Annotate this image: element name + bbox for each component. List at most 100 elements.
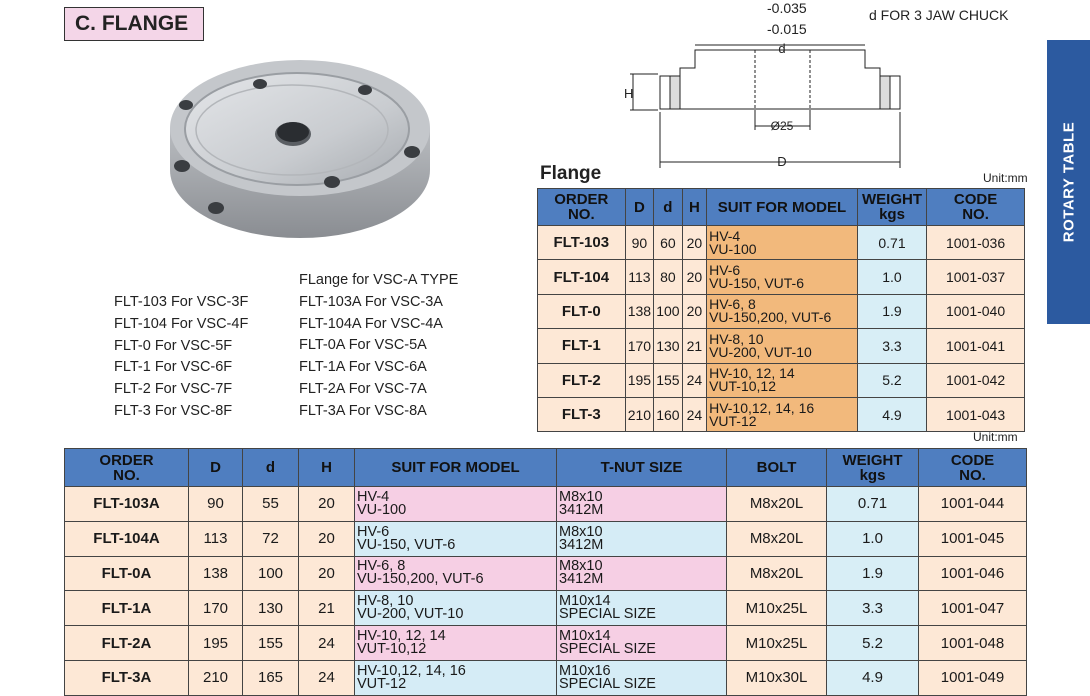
cell-code: 1001-049 — [918, 659, 1027, 696]
cell-D: 170 — [624, 328, 655, 364]
cell-code: 1001-044 — [918, 486, 1027, 522]
cell-D: 210 — [624, 396, 655, 433]
list-item: FLT-3A For VSC-8A — [299, 402, 427, 419]
cell-D: 113 — [188, 520, 243, 557]
list-item: FLT-104A For VSC-4A — [299, 315, 443, 332]
cell-D: 170 — [188, 590, 243, 627]
cell-bolt: M10x25L — [726, 625, 827, 661]
cell-H: 21 — [298, 590, 355, 627]
cell-bolt: M8x20L — [726, 486, 827, 522]
cell-d: 80 — [653, 259, 683, 295]
header-d: d — [653, 188, 683, 226]
tolerance-lower: -0.015 — [767, 21, 807, 37]
cell-order: FLT-1 — [537, 328, 626, 364]
cell-order: FLT-2 — [537, 362, 626, 398]
cell-weight: 1.0 — [826, 520, 919, 557]
cell-D: 113 — [624, 259, 655, 295]
list-item: FLT-1A For VSC-6A — [299, 359, 427, 376]
cell-H: 20 — [298, 520, 355, 557]
header-D: D — [624, 188, 655, 226]
cell-code: 1001-043 — [926, 396, 1025, 433]
list-item: FLT-3 For VSC-8F — [114, 402, 233, 419]
cell-D: 195 — [188, 625, 243, 661]
cell-d: 130 — [242, 590, 299, 627]
cell-code: 1001-041 — [926, 328, 1025, 364]
header-H: H — [298, 448, 355, 487]
cell-code: 1001-047 — [918, 590, 1027, 627]
cell-d: 60 — [653, 224, 683, 261]
cell-d: 155 — [653, 362, 683, 398]
list-item: FLT-103 For VSC-3F — [114, 294, 249, 310]
cell-d: 165 — [242, 659, 299, 696]
side-tab-label: ROTARY TABLE — [1060, 121, 1077, 243]
cell-bolt: M10x30L — [726, 659, 827, 696]
cell-D: 210 — [188, 659, 243, 696]
cell-d: 55 — [242, 486, 299, 522]
cell-weight: 5.2 — [826, 625, 919, 661]
cell-bolt: M10x25L — [726, 590, 827, 627]
cell-order: FLT-3 — [537, 396, 626, 433]
cell-code: 1001-042 — [926, 362, 1025, 398]
cell-order: FLT-103 — [537, 224, 626, 261]
cell-code: 1001-036 — [926, 224, 1025, 261]
cell-order: FLT-104A — [64, 520, 189, 557]
cell-H: 21 — [681, 328, 708, 364]
cell-H: 20 — [298, 486, 355, 522]
list-title: FLange for VSC-A TYPE — [299, 272, 459, 288]
header-D: D — [188, 448, 243, 487]
cell-weight: 3.3 — [826, 590, 919, 627]
flange-table-label: Flange — [540, 163, 602, 184]
cell-H: 24 — [681, 396, 708, 433]
cell-code: 1001-048 — [918, 625, 1027, 661]
unit-label: Unit:mm — [973, 430, 1018, 444]
cell-d: 160 — [653, 396, 683, 433]
side-tab: ROTARY TABLE — [1047, 40, 1090, 324]
cell-d: 130 — [653, 328, 683, 364]
cell-weight: 3.3 — [856, 328, 928, 364]
cell-weight: 4.9 — [856, 396, 928, 433]
list-item: FLT-104 For VSC-4F — [114, 315, 249, 332]
cell-order: FLT-1A — [64, 590, 189, 627]
cell-d: 100 — [653, 293, 683, 330]
header-H: H — [681, 188, 708, 226]
dim-D-label: D — [777, 154, 786, 169]
cell-d: 72 — [242, 520, 299, 557]
cell-H: 24 — [298, 659, 355, 696]
cell-order: FLT-103A — [64, 486, 189, 522]
list-item: FLT-2 For VSC-7F — [114, 381, 233, 398]
header-bolt: BOLT — [726, 448, 827, 487]
cell-code: 1001-045 — [918, 520, 1027, 557]
cell-weight: 0.71 — [856, 224, 928, 261]
cell-code: 1001-037 — [926, 259, 1025, 295]
cell-weight: 1.0 — [856, 259, 928, 295]
dim-d-label: d — [778, 41, 785, 56]
cell-D: 138 — [188, 555, 243, 592]
cell-D: 138 — [624, 293, 655, 330]
